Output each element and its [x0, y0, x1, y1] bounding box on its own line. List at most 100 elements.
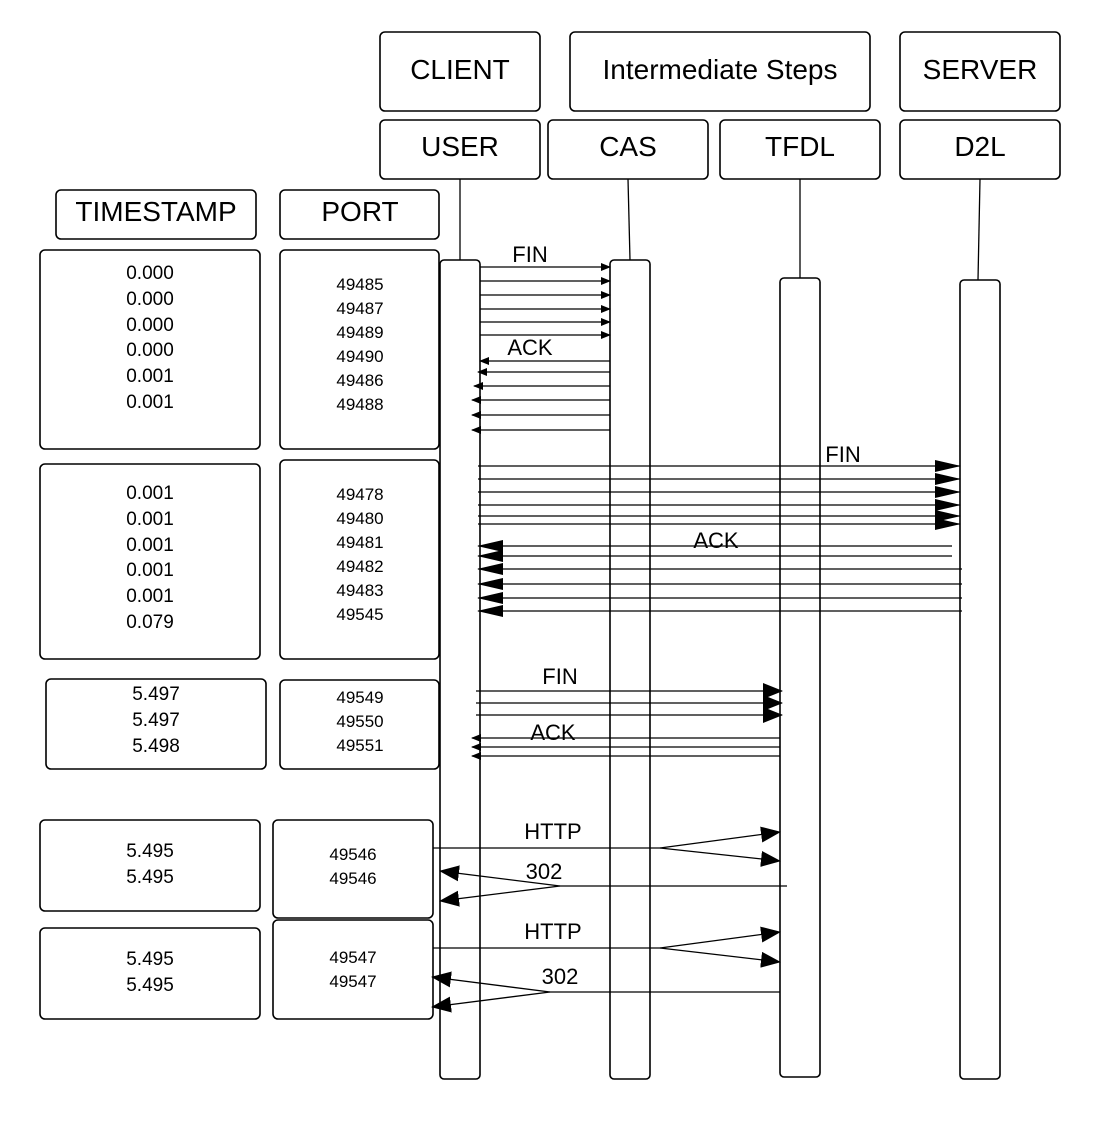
port-value: 49549: [336, 688, 383, 707]
http-label-2: HTTP: [524, 919, 581, 944]
cas-fin-label: FIN: [512, 242, 547, 267]
http-label-1: HTTP: [524, 819, 581, 844]
timestamp-block-4: 5.495 5.495: [39, 819, 261, 912]
d2l-entity-box: D2L: [899, 119, 1061, 180]
timestamp-block-1: 0.000 0.000 0.000 0.000 0.001 0.001: [39, 249, 261, 450]
cas-fin-arrows: FIN: [480, 242, 611, 339]
server-group-label: SERVER: [923, 54, 1038, 85]
port-value: 49547: [329, 948, 376, 967]
redirect-response-arrow: [439, 885, 561, 907]
timestamp-value: 0.001: [126, 392, 174, 413]
tfdl-fin-label: FIN: [542, 664, 577, 689]
port-block-5: 49547 49547: [272, 919, 434, 1020]
timestamp-value: 0.001: [126, 535, 174, 556]
http-request-arrow: [659, 947, 781, 968]
d2l-fin-label: FIN: [825, 442, 860, 467]
d2l-lifeline-connector: [977, 178, 981, 281]
timestamp-value: 5.495: [126, 841, 174, 862]
timestamp-value: 0.001: [126, 483, 174, 504]
port-value: 49546: [329, 869, 376, 888]
tfdl-entity-box: TFDL: [719, 119, 881, 180]
http-request-arrow: [659, 847, 781, 867]
port-block-4: 49546 49546: [272, 819, 434, 919]
port-value: 49478: [336, 485, 383, 504]
port-block-2: 49478 49480 49481 49482 49483 49545: [279, 459, 440, 660]
tfdl-lifeline: [779, 277, 821, 1078]
server-group-header: SERVER: [899, 31, 1061, 112]
timestamp-header-label: TIMESTAMP: [75, 196, 236, 227]
d2l-ack-label: ACK: [693, 528, 739, 553]
redirect-label-2: 302: [542, 964, 579, 989]
tfdl-ack-label: ACK: [530, 720, 576, 745]
d2l-lifeline: [959, 279, 1001, 1080]
http-exchange-2: HTTP 302: [431, 919, 781, 1013]
client-group-label: CLIENT: [410, 54, 510, 85]
redirect-response-arrow: [439, 865, 561, 887]
port-block-1: 49485 49487 49489 49490 49486 49488: [279, 249, 440, 450]
port-value: 49546: [329, 845, 376, 864]
timestamp-value: 0.000: [126, 289, 174, 310]
intermediate-group-label: Intermediate Steps: [602, 54, 837, 85]
timestamp-value: 0.001: [126, 586, 174, 607]
tfdl-fin-arrows: FIN: [476, 664, 783, 723]
intermediate-group-header: Intermediate Steps: [569, 31, 871, 112]
port-value: 49490: [336, 347, 383, 366]
port-value: 49489: [336, 323, 383, 342]
client-group-header: CLIENT: [379, 31, 541, 112]
tfdl-entity-label: TFDL: [765, 131, 835, 162]
cas-ack-arrows: ACK: [471, 335, 610, 434]
timestamp-value: 5.497: [132, 710, 180, 731]
timestamp-value: 0.000: [126, 340, 174, 361]
timestamp-column-header: TIMESTAMP: [55, 189, 257, 240]
http-request-arrow: [659, 826, 781, 849]
cas-entity-box: CAS: [547, 119, 709, 180]
d2l-entity-label: D2L: [954, 131, 1005, 162]
port-value: 49480: [336, 509, 383, 528]
http-exchange-1: HTTP 302: [433, 819, 787, 907]
timestamp-value: 0.079: [126, 612, 174, 633]
user-entity-box: USER: [379, 119, 541, 180]
timestamp-block-3: 5.497 5.497 5.498: [45, 678, 267, 770]
timestamp-value: 5.498: [132, 736, 180, 757]
cas-ack-label: ACK: [507, 335, 553, 360]
port-value: 49545: [336, 605, 383, 624]
redirect-response-arrow: [431, 971, 551, 993]
d2l-ack-arrows: ACK: [477, 528, 962, 617]
port-value: 49551: [336, 736, 383, 755]
timestamp-block-2: 0.001 0.001 0.001 0.001 0.001 0.079: [39, 463, 261, 660]
redirect-response-arrow: [431, 991, 551, 1013]
timestamp-value: 0.000: [126, 263, 174, 284]
timestamp-block-5: 5.495 5.495: [39, 927, 261, 1020]
port-value: 49485: [336, 275, 383, 294]
cas-lifeline-connector: [627, 178, 631, 261]
tfdl-ack-arrows: ACK: [471, 720, 780, 760]
port-value: 49483: [336, 581, 383, 600]
port-value: 49547: [329, 972, 376, 991]
port-header-label: PORT: [321, 196, 398, 227]
d2l-fin-arrows: FIN: [478, 442, 961, 530]
cas-lifeline: [609, 259, 651, 1080]
port-value: 49550: [336, 712, 383, 731]
user-lifeline: [439, 259, 481, 1080]
timestamp-value: 0.001: [126, 509, 174, 530]
timestamp-value: 5.495: [126, 867, 174, 888]
timestamp-value: 0.000: [126, 315, 174, 336]
cas-entity-label: CAS: [599, 131, 657, 162]
user-entity-label: USER: [421, 131, 499, 162]
timestamp-value: 5.495: [126, 975, 174, 996]
timestamp-value: 5.497: [132, 684, 180, 705]
port-value: 49486: [336, 371, 383, 390]
port-value: 49481: [336, 533, 383, 552]
timestamp-value: 5.495: [126, 949, 174, 970]
port-column-header: PORT: [279, 189, 440, 240]
timestamp-value: 0.001: [126, 366, 174, 387]
http-request-arrow: [659, 926, 781, 949]
port-value: 49487: [336, 299, 383, 318]
port-value: 49488: [336, 395, 383, 414]
timestamp-value: 0.001: [126, 560, 174, 581]
redirect-label-1: 302: [526, 859, 563, 884]
port-value: 49482: [336, 557, 383, 576]
port-block-3: 49549 49550 49551: [279, 679, 440, 770]
